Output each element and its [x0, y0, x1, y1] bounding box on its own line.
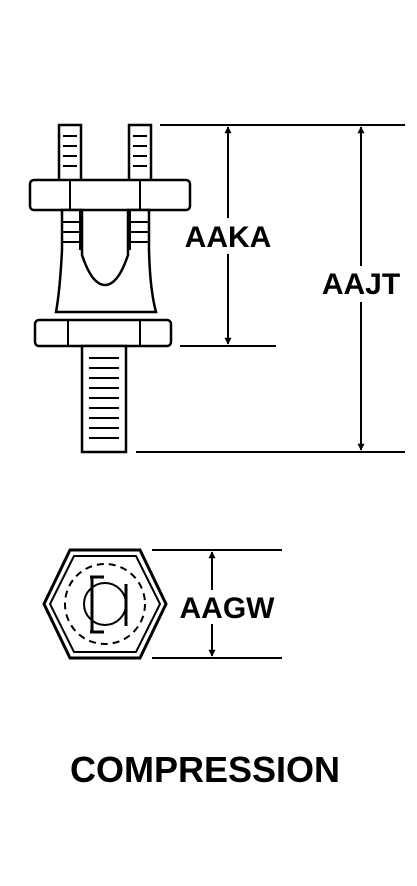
- fitting-body: [54, 208, 158, 314]
- aajt-label: AAJT: [322, 268, 400, 301]
- bore-circle: [83, 582, 127, 626]
- upper-nut: [28, 178, 192, 212]
- aagw-label: AAGW: [180, 592, 276, 625]
- bottom-threaded-shank: [80, 344, 128, 454]
- hex-inner-outline: [48, 555, 162, 653]
- left-top-stud: [57, 123, 83, 185]
- hex-outline: [42, 548, 168, 660]
- fitting-type-caption: COMPRESSION: [70, 749, 340, 790]
- fitting-end-view: [42, 548, 168, 660]
- dashed-circle-outer: [64, 563, 146, 645]
- aaka-label: AAKA: [185, 221, 272, 254]
- dimension-lines-end: AAGW: [152, 549, 282, 659]
- right-top-stud: [127, 123, 153, 185]
- lower-nut: [33, 318, 173, 348]
- fitting-side-view: [28, 123, 192, 454]
- bore-slot: [90, 575, 128, 634]
- dimension-lines-side: AAKA AAJT: [136, 124, 407, 453]
